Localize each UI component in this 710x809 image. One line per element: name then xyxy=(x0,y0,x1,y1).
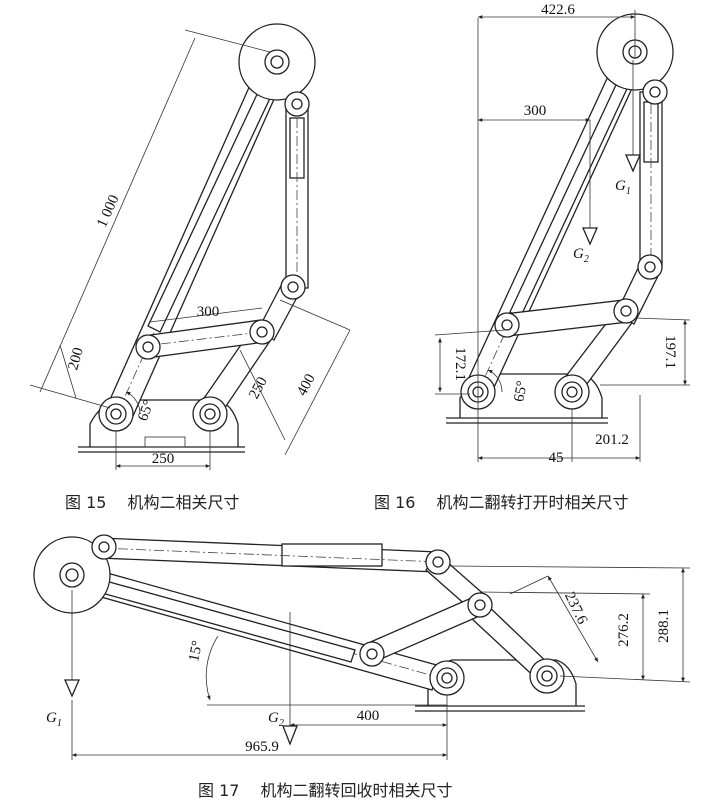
fig15-base-support xyxy=(78,399,245,453)
fig15-dim-base-250: 250 xyxy=(152,451,175,467)
fig17-g1-arrow xyxy=(64,679,80,698)
fig17-upper-cylinder xyxy=(98,537,441,573)
fig15-dimension-lines xyxy=(29,29,351,470)
figure-15-drawing: 1 000 300 200 250 250 400 65° xyxy=(29,23,351,470)
fig16-dim-197: 197.1 xyxy=(662,335,678,369)
fig17-joints xyxy=(33,534,565,696)
fig16-dim-201: 201.2 xyxy=(595,432,629,448)
fig17-main-arm xyxy=(61,561,449,691)
fig16-dim-422: 422.6 xyxy=(541,2,575,18)
fig15-caption: 图 15 机构二相关尺寸 xyxy=(65,493,240,512)
fig17-dimension-lines xyxy=(64,565,691,760)
fig17-dim-angle: 15° xyxy=(186,639,206,663)
fig16-g1-arrow xyxy=(625,154,641,173)
fig17-g1-symbol: G xyxy=(46,710,57,726)
fig16-g2-label: G2 xyxy=(573,246,589,265)
fig16-hydraulic-cylinder xyxy=(639,86,663,268)
fig15-dim-1000: 1 000 xyxy=(94,193,122,230)
fig17-g1-index: 1 xyxy=(57,718,62,729)
figure-16-drawing: 422.6 300 G1 G2 172.1 197.1 45 201.2 65° xyxy=(434,2,691,466)
fig17-dim-237: 237.6 xyxy=(561,590,590,628)
fig17-g2-label: G2 xyxy=(268,710,284,729)
fig16-g2-symbol: G xyxy=(573,246,584,262)
fig16-dim-300: 300 xyxy=(524,103,547,119)
fig16-g1-index: 1 xyxy=(626,186,631,197)
fig15-dim-angle: 65° xyxy=(135,398,157,423)
fig17-g2-symbol: G xyxy=(268,710,279,726)
fig15-main-arm xyxy=(107,55,288,417)
fig15-hydraulic-cylinder xyxy=(285,100,309,289)
fig17-dim-288: 288.1 xyxy=(656,609,672,643)
fig16-dim-172: 172.1 xyxy=(452,347,468,381)
fig17-dim-276: 276.2 xyxy=(616,613,632,647)
fig17-dim-400: 400 xyxy=(357,708,380,724)
fig16-caption: 图 16 机构二翻转打开时相关尺寸 xyxy=(374,493,629,512)
fig16-joints xyxy=(460,13,674,410)
fig16-dimension-lines xyxy=(434,10,691,462)
fig15-dim-rocker-250: 250 xyxy=(246,374,271,401)
fig17-dim-965: 965.9 xyxy=(245,739,279,755)
fig17-caption: 图 17 机构二翻转回收时相关尺寸 xyxy=(198,781,453,800)
fig17-g2-index: 2 xyxy=(279,718,284,729)
fig16-g1-symbol: G xyxy=(615,178,626,194)
fig17-g2-arrow xyxy=(282,725,298,746)
fig15-dim-400: 400 xyxy=(294,371,319,398)
fig16-main-arm xyxy=(465,45,647,397)
fig16-g2-arrow xyxy=(582,227,598,246)
fig16-dim-angle: 65° xyxy=(511,380,530,403)
fig16-dim-45: 45 xyxy=(549,450,564,466)
fig15-dim-200: 200 xyxy=(65,346,87,372)
fig15-dim-300: 300 xyxy=(197,304,220,320)
fig15-joints xyxy=(98,23,316,432)
figure-17-drawing: 15° 237.6 276.2 288.1 400 965.9 G1 G2 xyxy=(33,534,691,760)
fig16-g2-index: 2 xyxy=(584,254,589,265)
fig17-g1-label: G1 xyxy=(46,710,62,729)
fig16-g1-label: G1 xyxy=(615,178,631,197)
